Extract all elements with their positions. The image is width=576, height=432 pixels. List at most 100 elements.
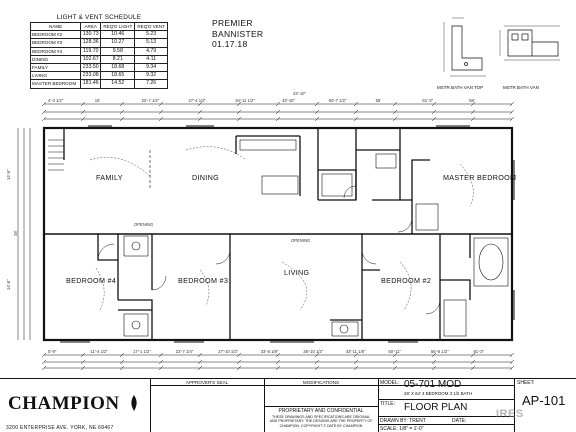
dimension-tick bbox=[392, 352, 398, 358]
dimension-label: 22'-7 1/4" bbox=[141, 98, 160, 103]
dimension-tick bbox=[509, 352, 515, 358]
dimension-label: 4'-3 1/2" bbox=[48, 98, 64, 103]
model-description: 28' X 64' 4 BEDROOM 3 1/2 BATH bbox=[404, 391, 472, 396]
vanity-top-label: MSTR BATH VAN TOP bbox=[437, 85, 484, 90]
vanity-shape bbox=[507, 29, 559, 57]
dimension-tick bbox=[41, 101, 47, 107]
room-family: FAMILY bbox=[96, 173, 123, 182]
dimension-label: 34'-11 1/2" bbox=[235, 98, 255, 103]
schedule-cell-area: 233.08 bbox=[80, 71, 102, 81]
dimension-tick bbox=[314, 116, 320, 122]
dimension-tick bbox=[80, 365, 86, 371]
dimension-tick bbox=[353, 109, 359, 115]
dimension-tick bbox=[470, 101, 476, 107]
title-label: TITLE: bbox=[380, 401, 396, 407]
schedule-cell-light: 8.21 bbox=[100, 54, 136, 65]
room-master-bedroom: MASTER BEDROOM bbox=[443, 173, 517, 182]
dimension-tick bbox=[314, 352, 320, 358]
flame-icon bbox=[131, 395, 137, 411]
dimension-tick bbox=[353, 101, 359, 107]
date-label: DATE: bbox=[452, 418, 467, 424]
dimension-tick bbox=[314, 101, 320, 107]
schedule-cell-light: 14.52 bbox=[100, 79, 136, 89]
dimension-tick bbox=[80, 352, 86, 358]
dimension-tick bbox=[236, 116, 242, 122]
dimension-tick bbox=[236, 359, 242, 365]
model-stamp: PREMIER BANNISTER 01.17.18 bbox=[212, 18, 263, 50]
sheet-label: SHEET: bbox=[517, 380, 535, 386]
dimension-label: 61'-3" bbox=[422, 98, 434, 103]
dimension-label: 27'-4 1/2" bbox=[188, 98, 207, 103]
dimension-label: 55' bbox=[375, 98, 382, 103]
dimension-tick bbox=[119, 352, 125, 358]
dimension-label: 17'-1 1/2" bbox=[133, 349, 151, 354]
dimension-tick bbox=[275, 109, 281, 115]
dimension-tick bbox=[80, 101, 86, 107]
room-bedroom-2: BEDROOM #2 bbox=[381, 276, 432, 285]
dimension-label: 56'-6 1/2" bbox=[430, 349, 449, 354]
schedule-cell-vent: 4.79 bbox=[134, 46, 168, 56]
dimension-tick bbox=[197, 101, 203, 107]
dimension-tick bbox=[158, 352, 164, 358]
schedule-cell-light: 18.65 bbox=[100, 71, 136, 81]
dimension-tick bbox=[509, 116, 515, 122]
dimension-tick bbox=[158, 109, 164, 115]
floor-plan-drawing bbox=[17, 17, 560, 371]
dimension-tick bbox=[314, 359, 320, 365]
dimension-label: 5'-9" bbox=[48, 349, 57, 354]
schedule-cell-area: 130.73 bbox=[80, 30, 102, 40]
dimension-tick bbox=[431, 101, 437, 107]
dimension-tick bbox=[509, 101, 515, 107]
dimension-label: 50'-7 1/2" bbox=[328, 98, 347, 103]
schedule-cell-vent: 5.23 bbox=[134, 30, 168, 40]
room-living: LIVING bbox=[284, 268, 310, 277]
dimension-tick bbox=[119, 359, 125, 365]
schedule-cell-area: 119.70 bbox=[80, 46, 102, 56]
dimension-tick bbox=[236, 109, 242, 115]
dimension-tick bbox=[197, 352, 203, 358]
stamp-line-1: PREMIER bbox=[212, 18, 253, 28]
dimension-tick bbox=[119, 116, 125, 122]
dimension-label: 43'-11 1/8" bbox=[345, 349, 366, 354]
stamp-line-3: 01.17.18 bbox=[212, 39, 248, 49]
dimension-tick bbox=[197, 359, 203, 365]
drawn-by: DRAWN BY: TRENT bbox=[380, 418, 426, 424]
dimension-label: 33'-6 1/8" bbox=[260, 349, 279, 354]
dimension-tick bbox=[353, 365, 359, 371]
schedule-cell-vent: 9.32 bbox=[134, 71, 168, 81]
dim-half-top: 14'-6" bbox=[6, 169, 11, 180]
dimension-tick bbox=[41, 116, 47, 122]
dimension-label: 27'-10 1/2" bbox=[218, 349, 239, 354]
room-bedroom-3: BEDROOM #3 bbox=[178, 276, 229, 285]
dimension-tick bbox=[392, 359, 398, 365]
room-bedroom-4: BEDROOM #4 bbox=[66, 276, 117, 285]
vanity-label: MSTR BATH VAN bbox=[503, 85, 539, 90]
proprietary-title: PROPRIETARY AND CONFIDENTIAL bbox=[278, 408, 364, 414]
dimension-tick bbox=[41, 359, 47, 365]
dimension-tick bbox=[119, 365, 125, 371]
proprietary-text: THESE DRAWINGS AND SPECIFICATIONS ARE OR… bbox=[269, 415, 373, 428]
dimension-tick bbox=[392, 365, 398, 371]
company-address: 3200 ENTERPRISE AVE. YORK, NE 68467 bbox=[6, 425, 114, 431]
sheet-title: FLOOR PLAN bbox=[404, 402, 468, 413]
dimension-tick bbox=[275, 116, 281, 122]
schedule-header-vent: REQ'D VENT bbox=[134, 21, 168, 32]
dimension-tick bbox=[80, 109, 86, 115]
opening-label-2: OPENING bbox=[291, 238, 311, 243]
schedule-cell-light: 9.58 bbox=[100, 46, 136, 56]
schedule-cell-light: 18.68 bbox=[100, 63, 136, 73]
schedule-header-area: AREA bbox=[80, 21, 102, 32]
dimension-label: 43'-10" bbox=[282, 98, 295, 103]
dimension-tick bbox=[314, 109, 320, 115]
schedule-header-light: REQ'D LIGHT bbox=[100, 21, 136, 32]
dimension-tick bbox=[431, 365, 437, 371]
schedule-cell-vent: 4.11 bbox=[134, 54, 168, 65]
schedule-table: NAME AREA REQ'D LIGHT REQ'D VENT BEDROOM… bbox=[29, 21, 168, 89]
title-block: CHAMPION 3200 ENTERPRISE AVE. YORK, NE 6… bbox=[0, 378, 576, 432]
schedule-cell-light: 10.27 bbox=[100, 38, 136, 48]
schedule-cell-vent: 5.13 bbox=[134, 38, 168, 48]
dimension-tick bbox=[509, 109, 515, 115]
champion-logo: CHAMPION bbox=[8, 393, 120, 414]
